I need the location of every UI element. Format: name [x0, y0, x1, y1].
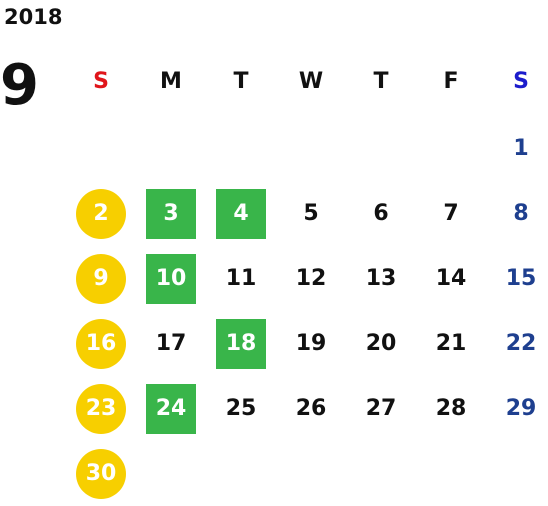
day-cell: 16: [66, 311, 136, 376]
day-number: 9: [76, 253, 126, 304]
day-cell: 29: [486, 376, 548, 441]
day-cell: 25: [206, 376, 276, 441]
day-cell-empty: [276, 441, 346, 506]
day-number: 7: [443, 201, 459, 226]
day-cell: 1: [486, 116, 548, 181]
day-number: 27: [365, 396, 397, 421]
day-cell: 3: [136, 181, 206, 246]
day-cell: 22: [486, 311, 548, 376]
day-cell: 2: [66, 181, 136, 246]
weekday-header-fri: F: [443, 68, 459, 94]
day-cell: 8: [486, 181, 548, 246]
day-number: 26: [295, 396, 327, 421]
day-cell: 6: [346, 181, 416, 246]
day-cell-empty: [206, 116, 276, 181]
day-number: 30: [76, 448, 126, 499]
day-cell: 18: [206, 311, 276, 376]
day-cell: 13: [346, 246, 416, 311]
calendar-grid: S M T W T F S 1 2 3 4 5 6 7 8 9 10 11 12…: [66, 46, 548, 506]
day-number: 19: [295, 331, 327, 356]
day-cell-empty: [66, 116, 136, 181]
day-number: 22: [505, 331, 537, 356]
day-cell: 7: [416, 181, 486, 246]
day-cell-empty: [486, 441, 548, 506]
day-cell: 27: [346, 376, 416, 441]
day-cell-empty: [206, 441, 276, 506]
day-cell-empty: [416, 441, 486, 506]
day-number: 18: [216, 318, 266, 369]
weekday-header-tue: T: [233, 68, 249, 94]
day-number: 20: [365, 331, 397, 356]
weekday-header-mon: M: [160, 68, 182, 94]
day-number: 10: [146, 253, 196, 304]
day-number: 29: [505, 396, 537, 421]
month-label: 9: [0, 53, 39, 118]
day-number: 17: [155, 331, 187, 356]
day-number: 11: [225, 266, 257, 291]
day-number: 16: [76, 318, 126, 369]
day-cell: 23: [66, 376, 136, 441]
day-cell: 15: [486, 246, 548, 311]
day-cell: 19: [276, 311, 346, 376]
day-cell: 24: [136, 376, 206, 441]
day-cell: 21: [416, 311, 486, 376]
day-cell-empty: [136, 441, 206, 506]
weekday-header-sat: S: [513, 68, 529, 94]
day-number: 28: [435, 396, 467, 421]
day-number: 12: [295, 266, 327, 291]
day-cell: 17: [136, 311, 206, 376]
day-cell: 20: [346, 311, 416, 376]
day-cell: 9: [66, 246, 136, 311]
day-number: 5: [303, 201, 319, 226]
day-cell: 28: [416, 376, 486, 441]
day-cell-empty: [346, 441, 416, 506]
weekday-header-wed: W: [298, 68, 324, 94]
day-cell: 12: [276, 246, 346, 311]
day-number: 2: [76, 188, 126, 239]
day-cell: 30: [66, 441, 136, 506]
day-number: 3: [146, 188, 196, 239]
day-number: 24: [146, 383, 196, 434]
day-cell-empty: [416, 116, 486, 181]
day-number: 4: [216, 188, 266, 239]
weekday-header-sun: S: [93, 68, 109, 94]
day-number: 21: [435, 331, 467, 356]
day-cell: 26: [276, 376, 346, 441]
day-number: 23: [76, 383, 126, 434]
day-cell: 14: [416, 246, 486, 311]
day-cell: 4: [206, 181, 276, 246]
day-number: 6: [373, 201, 389, 226]
day-cell: 10: [136, 246, 206, 311]
year-label: 2018: [4, 5, 63, 29]
day-cell-empty: [276, 116, 346, 181]
day-cell-empty: [136, 116, 206, 181]
day-number: 14: [435, 266, 467, 291]
day-number: 25: [225, 396, 257, 421]
day-number: 13: [365, 266, 397, 291]
day-number: 1: [513, 136, 529, 161]
day-number: 15: [505, 266, 537, 291]
weekday-header-thu: T: [373, 68, 389, 94]
day-number: 8: [513, 201, 529, 226]
day-cell: 11: [206, 246, 276, 311]
day-cell-empty: [346, 116, 416, 181]
day-cell: 5: [276, 181, 346, 246]
